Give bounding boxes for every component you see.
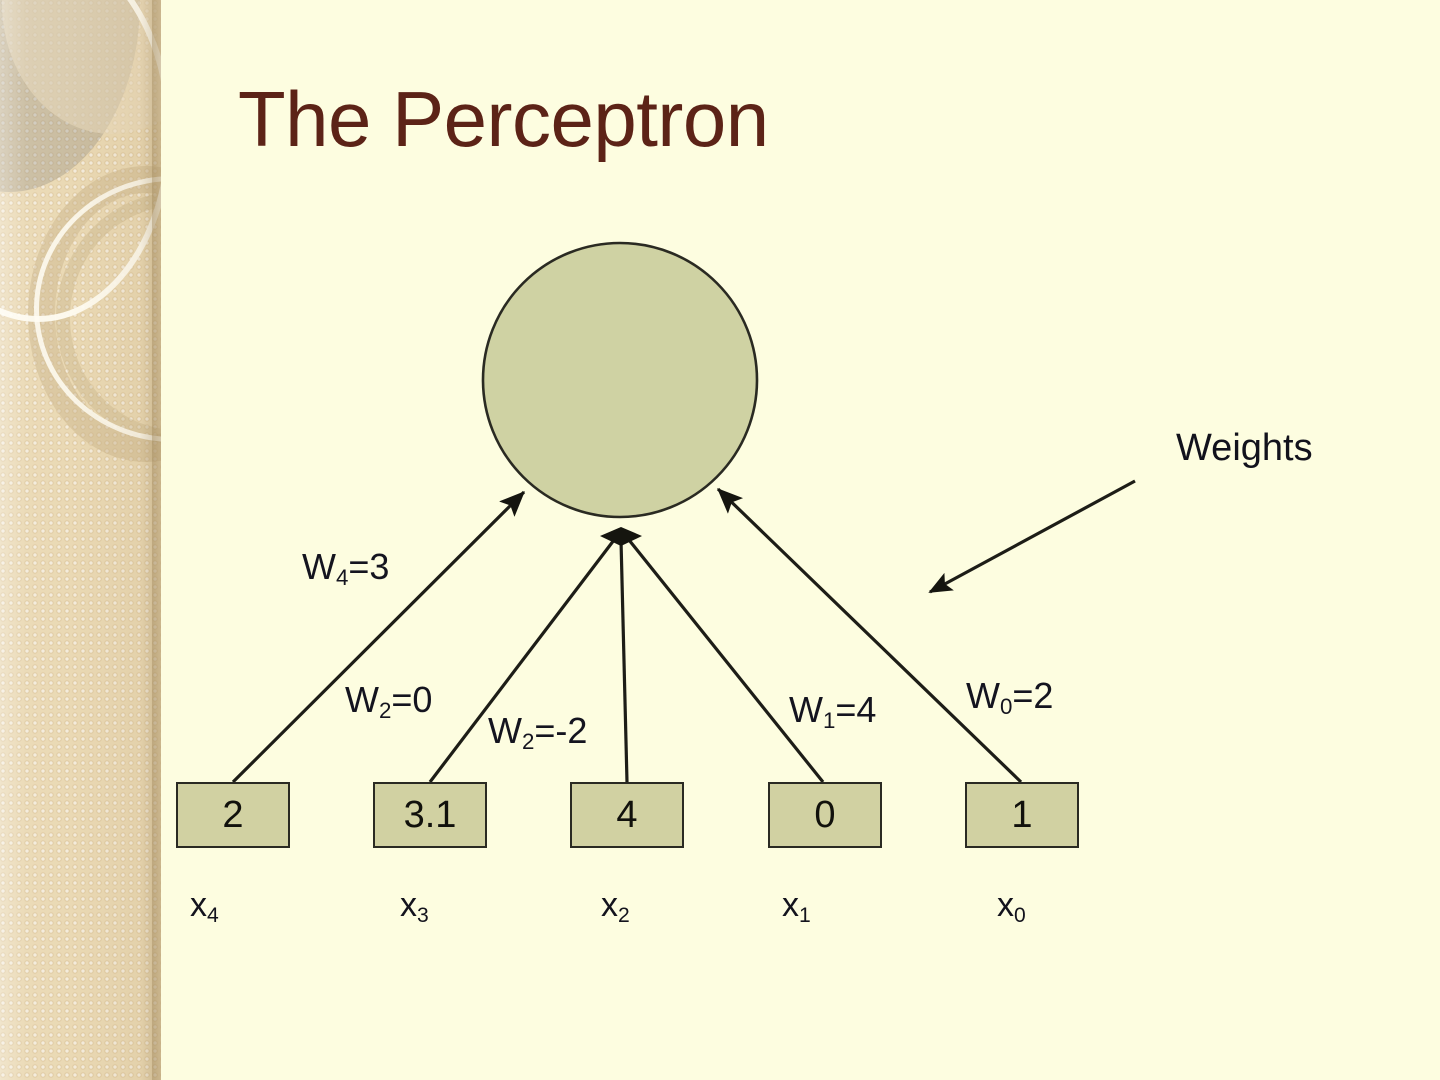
- weight-label-w3: W2=0: [345, 679, 432, 724]
- sidebar-gradient-overlay: [0, 0, 161, 1080]
- input-name-x2: x2: [601, 886, 630, 928]
- weight-label-w2-value: =-2: [534, 710, 588, 751]
- input-name-x3-subscript: 3: [417, 903, 429, 927]
- weight-label-w1-value: =4: [835, 689, 877, 730]
- sidebar-edge-stripe: [152, 0, 161, 1080]
- perceptron-node: [481, 241, 759, 519]
- input-name-x0-subscript: 0: [1014, 903, 1026, 927]
- input-name-x4-subscript: 4: [207, 903, 219, 927]
- weights-annotation-label: Weights: [1176, 427, 1313, 469]
- weight-label-w0: W0=2: [966, 675, 1053, 720]
- weight-label-w4: W4=3: [302, 546, 389, 591]
- page-title: The Perceptron: [238, 75, 769, 163]
- edge-convergence-point: [600, 527, 642, 546]
- input-name-x1-symbol: x: [782, 886, 799, 924]
- weight-label-w2-subscript: 2: [521, 729, 535, 755]
- weight-label-w2: W2=-2: [488, 710, 587, 755]
- input-box-x4[interactable]: 2: [176, 782, 290, 848]
- input-box-x2[interactable]: 4: [570, 782, 684, 848]
- weight-label-w4-subscript: 4: [335, 565, 349, 591]
- edge-x3: [428, 539, 616, 783]
- input-name-x1: x1: [782, 886, 811, 928]
- input-name-x2-symbol: x: [601, 886, 618, 924]
- input-box-x1[interactable]: 0: [768, 782, 882, 848]
- weight-label-w0-symbol: W: [966, 675, 1000, 716]
- input-name-x3: x3: [400, 886, 429, 928]
- weight-label-w3-symbol: W: [345, 679, 379, 720]
- edge-x0: [716, 487, 1023, 784]
- input-name-x4-symbol: x: [190, 886, 207, 924]
- input-name-x4: x4: [190, 886, 219, 928]
- weight-label-w0-value: =2: [1012, 675, 1054, 716]
- weight-label-w1-subscript: 1: [822, 708, 836, 734]
- weight-label-w3-value: =0: [391, 679, 433, 720]
- input-box-x3[interactable]: 3.1: [373, 782, 487, 848]
- input-name-x1-subscript: 1: [799, 903, 811, 927]
- weights-callout-arrow: [928, 479, 1136, 594]
- input-name-x3-symbol: x: [400, 886, 417, 924]
- input-name-x0-symbol: x: [997, 886, 1014, 924]
- weight-label-w4-symbol: W: [302, 546, 336, 587]
- weight-label-w1: W1=4: [789, 689, 876, 734]
- weight-label-w2-symbol: W: [488, 710, 522, 751]
- weight-label-w3-subscript: 2: [378, 698, 392, 724]
- input-box-x0[interactable]: 1: [965, 782, 1079, 848]
- edge-x2: [619, 539, 629, 783]
- input-name-x0: x0: [997, 886, 1026, 928]
- weight-label-w0-subscript: 0: [999, 694, 1013, 720]
- edge-x1: [627, 538, 825, 784]
- weight-label-w4-value: =3: [348, 546, 390, 587]
- decorative-sidebar: [0, 0, 161, 1080]
- input-name-x2-subscript: 2: [618, 903, 630, 927]
- edge-x4: [231, 490, 526, 784]
- weight-label-w1-symbol: W: [789, 689, 823, 730]
